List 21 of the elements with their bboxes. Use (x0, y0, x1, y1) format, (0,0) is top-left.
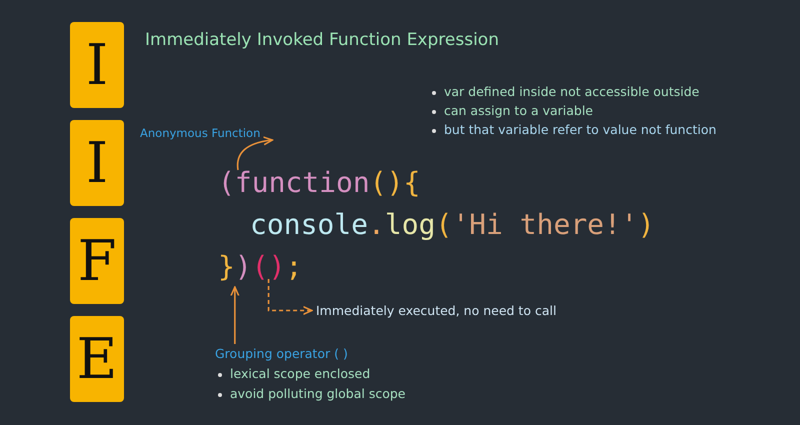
title: Immediately Invoked Function Expression (145, 30, 499, 50)
letter-tile: I (70, 22, 124, 108)
code-fragment: }) (218, 250, 252, 283)
code-fragment: ; (285, 250, 302, 283)
bullet-item: but that variable refer to value not function (444, 122, 716, 137)
annotation-text: Immediately executed, no need to call (316, 303, 556, 318)
arrow (268, 279, 313, 316)
letter-tile: E (70, 316, 124, 402)
bullet-item: lexical scope enclosed (230, 366, 370, 381)
code-fragment: () (252, 250, 286, 283)
bullet-item: var defined inside not accessible outside (444, 84, 700, 99)
bullet-item: can assign to a variable (444, 103, 593, 118)
letter-tile: F (70, 218, 124, 304)
annotation-text: Grouping operator ( ) (215, 346, 348, 361)
code-line: (function(){ (218, 166, 420, 199)
arrow (230, 286, 240, 344)
bullet-item: avoid polluting global scope (230, 386, 406, 401)
letter-tile: I (70, 120, 124, 206)
code-line: console.log('Hi there!') (250, 208, 655, 241)
arrow (236, 136, 274, 170)
annotation-text: Anonymous Function (140, 126, 260, 140)
